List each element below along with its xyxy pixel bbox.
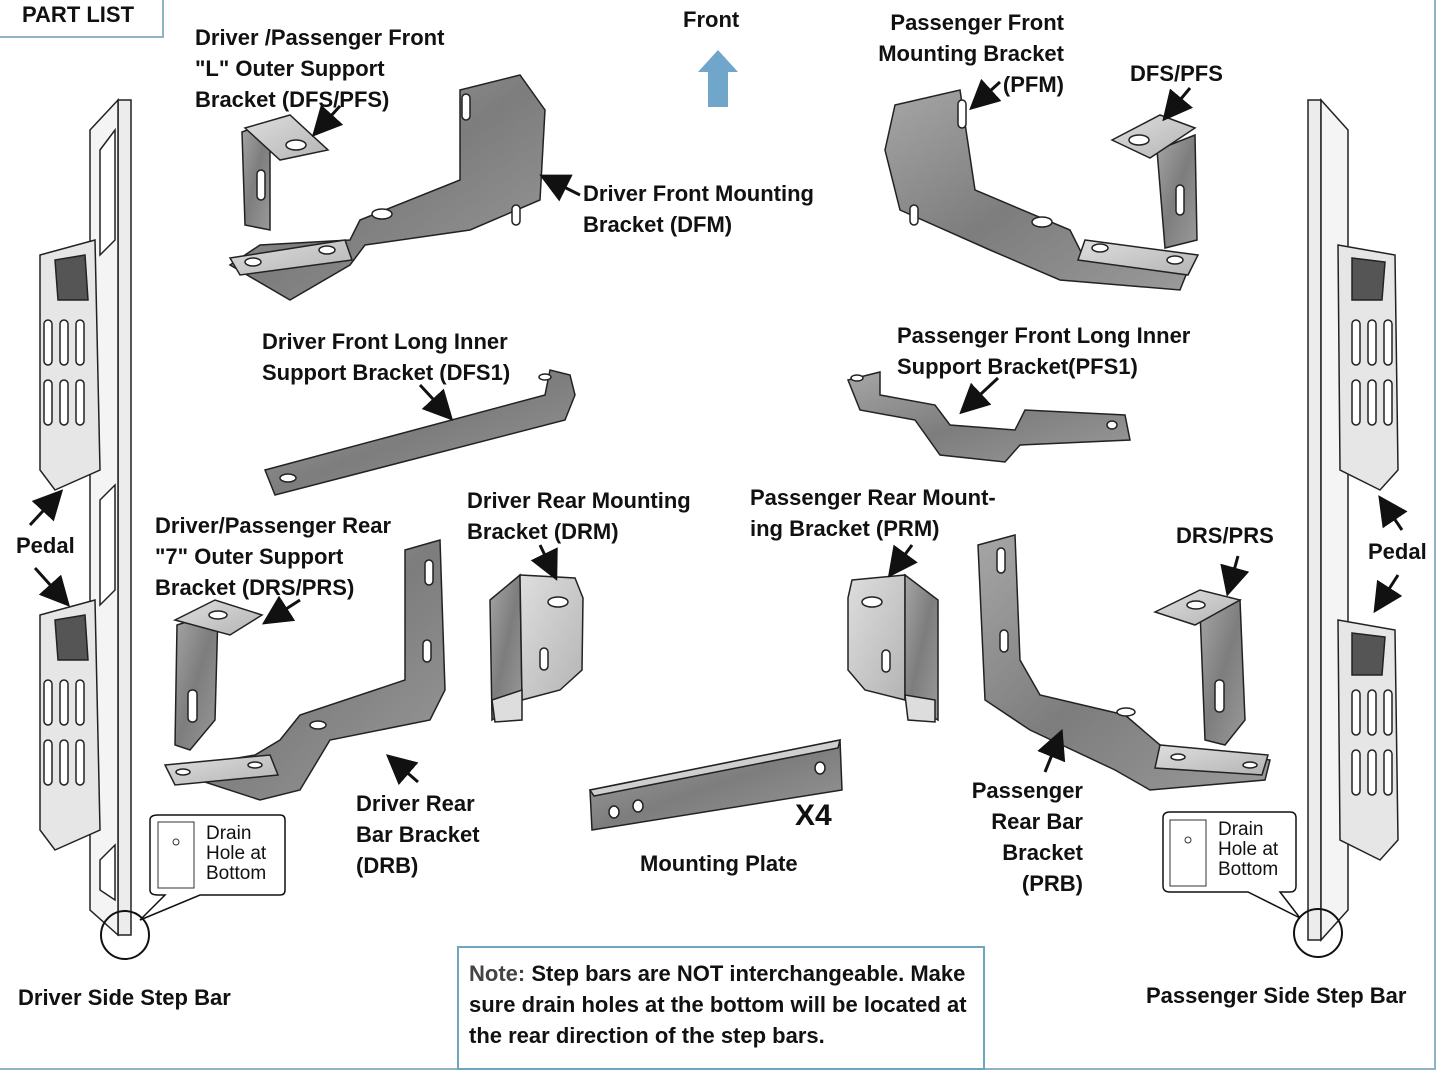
note-text: Step bars are NOT interchangeable. Make … [469, 961, 967, 1048]
label-driver-side: Driver Side Step Bar [18, 985, 231, 1010]
label-drm: Driver Rear Mounting Bracket (DRM) [467, 488, 691, 544]
note-box: Note: Step bars are NOT interchangeable.… [457, 946, 985, 1070]
prb-bracket [977, 534, 1271, 791]
label-pfm: Passenger Front Mounting Bracket (PFM) [878, 10, 1064, 97]
mounting-plate [588, 739, 843, 831]
drain-text-left: Drain Hole at Bottom [206, 823, 267, 884]
dfs-pfs-right-bracket [1110, 114, 1198, 249]
label-dfs-pfs: DFS/PFS [1130, 61, 1223, 86]
prm-bracket [847, 573, 939, 723]
front-label: Front [683, 7, 740, 32]
label-drb: Driver Rear Bar Bracket (DRB) [356, 791, 480, 878]
driver-drain-circle [100, 910, 150, 960]
front-arrow-icon [698, 50, 738, 107]
label-dfs1: Driver Front Long Inner Support Bracket … [262, 329, 511, 385]
drs-prs-7-bracket-left [172, 599, 264, 751]
drb-bracket [163, 539, 446, 801]
passenger-pedal-lower [1337, 619, 1399, 861]
label-drs-prs: DRS/PRS [1176, 523, 1274, 548]
label-pedal-right: Pedal [1368, 539, 1427, 564]
drm-bracket [489, 573, 584, 723]
label-passenger-side: Passenger Side Step Bar [1146, 983, 1407, 1008]
label-mounting-plate: Mounting Plate [640, 851, 798, 876]
drain-text-right: Drain Hole at Bottom [1218, 819, 1279, 880]
label-x4: X4 [795, 799, 832, 832]
passenger-drain-circle [1293, 908, 1343, 958]
label-dfm: Driver Front Mounting Bracket (DFM) [583, 181, 814, 237]
dfm-bracket [228, 74, 546, 301]
leader-arrows [28, 78, 1408, 786]
label-pedal-left: Pedal [16, 533, 75, 558]
dfs1-bracket [263, 369, 576, 496]
passenger-pedal-upper [1337, 244, 1399, 491]
label-drs-prs-7: Driver/Passenger Rear "7" Outer Support … [155, 513, 392, 600]
pfs1-bracket [846, 371, 1131, 463]
note-lead: Note: [469, 961, 526, 986]
driver-pedal-lower [39, 599, 101, 851]
pfm-bracket [884, 89, 1200, 291]
drs-prs-bracket-right [1153, 589, 1246, 746]
driver-pedal-upper [39, 239, 101, 491]
label-dfs-pfs-l: Driver /Passenger Front "L" Outer Suppor… [195, 25, 445, 112]
label-prb: Passenger Rear Bar Bracket (PRB) [971, 778, 1083, 896]
dfs-pfs-l-bracket [241, 114, 330, 231]
label-pfs1: Passenger Front Long Inner Support Brack… [897, 323, 1191, 379]
label-prm: Passenger Rear Mount- ing Bracket (PRM) [750, 485, 996, 541]
part-list-tag: PART LIST [0, 0, 164, 38]
